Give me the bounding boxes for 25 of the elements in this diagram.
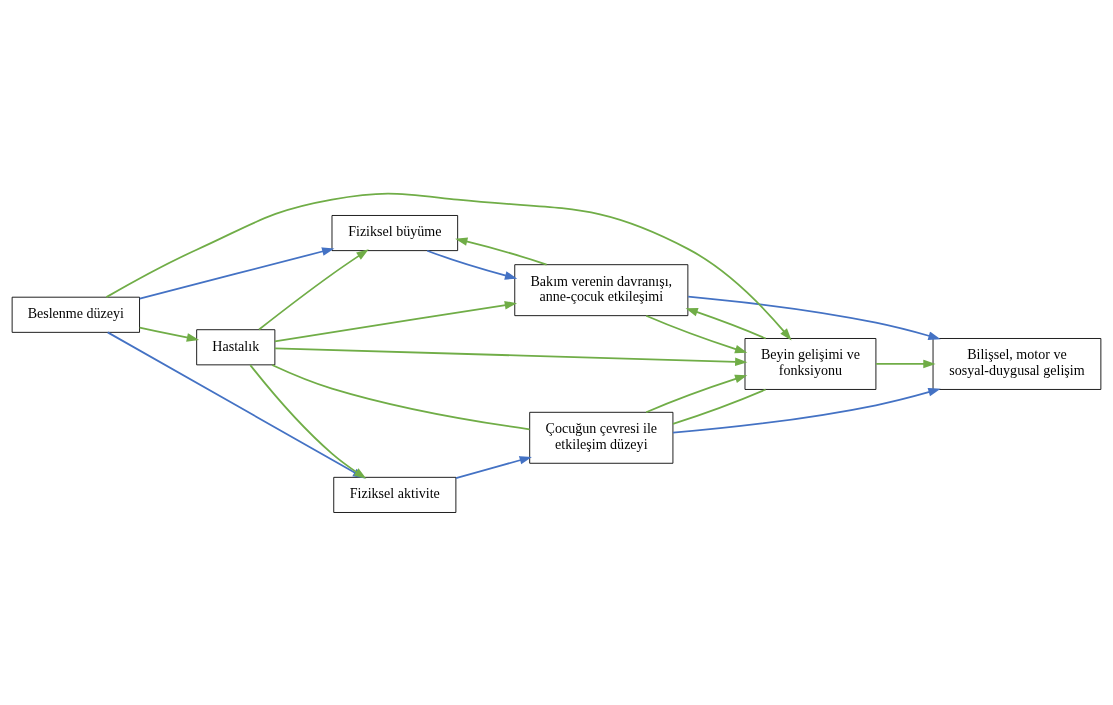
arrow xyxy=(138,326,200,342)
arrow xyxy=(274,347,748,366)
arrow xyxy=(455,455,532,479)
node-box: Çocuğun çevresi ile etkileşim düzeyi xyxy=(529,411,674,464)
connector xyxy=(672,388,767,425)
arrow xyxy=(875,359,936,368)
node-box: Fiziksel büyüme xyxy=(331,214,459,251)
arrow xyxy=(274,300,518,342)
arrow xyxy=(426,249,518,280)
node-box: Hastalık xyxy=(196,328,276,365)
arrow xyxy=(672,387,941,434)
connector xyxy=(271,363,531,430)
node-box: Beyin gelişimi ve fonksiyonu xyxy=(744,337,877,390)
arrow xyxy=(645,374,748,413)
arrow xyxy=(258,248,369,330)
node-box: Bakım verenin davranışı, anne-çocuk etkileşimi xyxy=(514,263,689,316)
node-box: Beslenme düzeyi xyxy=(11,296,140,333)
arrow xyxy=(455,236,548,265)
arrow xyxy=(138,246,335,299)
arrow xyxy=(645,314,748,353)
arrow xyxy=(105,192,792,340)
node-box: Fiziksel aktivite xyxy=(333,476,457,513)
node-box: Bilişsel, motor ve sosyal-duygusal gelişim xyxy=(932,337,1102,390)
arrow xyxy=(687,295,941,340)
arrow xyxy=(685,307,767,339)
